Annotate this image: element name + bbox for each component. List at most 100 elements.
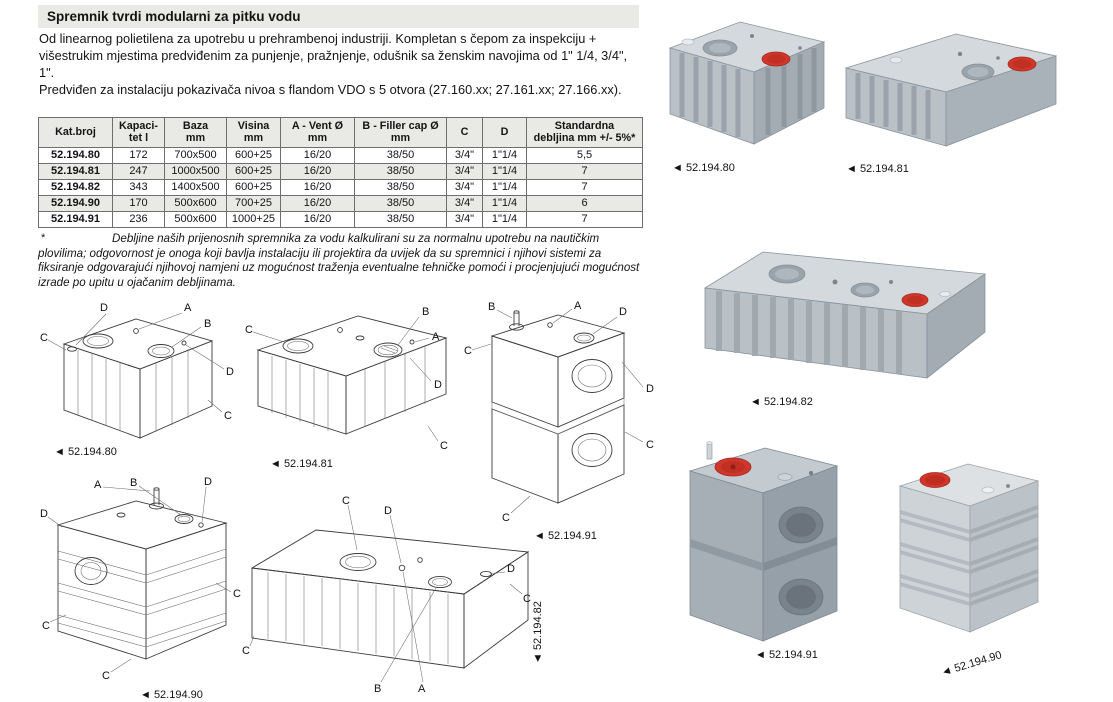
- red-filler-cap: [1007, 56, 1037, 72]
- tank-ribs: [267, 572, 449, 664]
- col-header-debljina: Standardna debljina mm +/- 5%*: [526, 117, 643, 148]
- dim-label-d: D: [226, 366, 234, 378]
- inspection-recess: [702, 39, 738, 57]
- tank-outline: [256, 315, 448, 435]
- cell-visina: 1000+25: [226, 210, 281, 228]
- cell-baza: 500x600: [164, 210, 227, 228]
- table-row: 52.194.82 343 1400x500 600+25 16/20 38/5…: [38, 178, 643, 196]
- tank-body: [688, 447, 839, 642]
- figure-caption: ◄ 52.194.91: [755, 649, 818, 661]
- photo-52-194-90: ◄ 52.194.90: [880, 452, 1055, 679]
- tank-body: [898, 463, 1040, 633]
- cell-c: 3/4": [446, 210, 483, 228]
- col-header-baza: Baza mm: [164, 117, 227, 148]
- cell-vent: 16/20: [280, 194, 355, 212]
- tank-render-80: [668, 21, 826, 145]
- cell-d: 1"1/4: [482, 194, 527, 212]
- dim-label-c: C: [342, 495, 350, 507]
- figure-caption: ◄ 52.194.90: [939, 649, 1004, 679]
- table-row: 52.194.81 247 1000x500 600+25 16/20 38/5…: [38, 162, 643, 180]
- figure-caption: ◄ 52.194.81: [270, 458, 333, 470]
- description-paragraph-1: Od linearnog polietilena za upotrebu u p…: [39, 31, 628, 80]
- description-paragraph-2: Predviđen za instalaciju pokazivača nivo…: [39, 81, 622, 97]
- small-fittings: [832, 279, 951, 297]
- dim-label-d: D: [40, 508, 48, 520]
- cell-filler: 38/50: [354, 146, 447, 164]
- small-fittings: [681, 34, 802, 50]
- cell-kapacitet: 170: [112, 194, 165, 212]
- tank-line-drawing-81: C B A D C: [245, 306, 448, 452]
- small-fittings: [706, 441, 813, 481]
- tank-ribs: [77, 349, 189, 431]
- dim-label-d: D: [204, 476, 212, 488]
- cell-vent: 16/20: [280, 178, 355, 196]
- cell-katbroj: 52.194.82: [38, 178, 113, 196]
- tank-ribs: [57, 548, 227, 648]
- cell-katbroj: 52.194.81: [38, 162, 113, 180]
- cell-vent: 16/20: [280, 146, 355, 164]
- figure-caption: ◄ 52.194.81: [846, 163, 909, 175]
- cell-kapacitet: 172: [112, 146, 165, 164]
- dim-label-b: B: [204, 318, 211, 330]
- dim-label-d: D: [434, 379, 442, 391]
- dim-label-d: D: [507, 563, 515, 575]
- diagram-52-194-80: D A B C D C ◄ 52.194.80: [36, 300, 241, 458]
- dim-label-d: D: [100, 302, 108, 314]
- spec-header-row: Kat.broj Kapaci- tet l Baza mm Visina mm…: [38, 117, 643, 148]
- cell-debljina: 7: [526, 178, 643, 196]
- dim-label-b: B: [422, 306, 429, 318]
- photo-52-194-80: ◄ 52.194.80: [658, 6, 833, 174]
- dimension-leaders: [47, 312, 225, 413]
- dim-label-c: C: [233, 588, 241, 600]
- cell-c: 3/4": [446, 178, 483, 196]
- dim-label-a: A: [574, 300, 582, 312]
- page-title: Spremnik tvrdi modularni za pitku vodu: [38, 5, 639, 28]
- spec-table: Kat.broj Kapaci- tet l Baza mm Visina mm…: [38, 117, 643, 228]
- small-fittings: [981, 484, 1010, 494]
- footnote: * Debljine naših prijenosnih spremnika z…: [38, 232, 642, 290]
- tank-render-90: [898, 463, 1040, 633]
- col-header-c: C: [446, 117, 483, 148]
- red-filler-cap: [714, 457, 752, 477]
- cell-baza: 500x600: [164, 194, 227, 212]
- diagram-52-194-81: C B A D C ◄ 52.194.81: [240, 300, 462, 470]
- col-header-filler: B - Filler cap Ø mm: [354, 117, 447, 148]
- dim-label-b: B: [488, 301, 495, 313]
- cell-katbroj: 52.194.91: [38, 210, 113, 228]
- cell-filler: 38/50: [354, 162, 447, 180]
- tank-fittings: [339, 553, 492, 589]
- tank-render-91: [688, 441, 839, 642]
- footnote-text: Debljine naših prijenosnih spremnika za …: [38, 232, 640, 289]
- photo-52-194-91: ◄ 52.194.91: [665, 435, 865, 661]
- cell-kapacitet: 343: [112, 178, 165, 196]
- figure-caption: ◄ 52.194.80: [672, 162, 735, 174]
- cell-c: 3/4": [446, 162, 483, 180]
- figure-caption: ◄ 52.194.82: [750, 396, 813, 408]
- small-fittings: [889, 51, 1000, 64]
- dim-label-a: A: [432, 331, 440, 343]
- cell-baza: 700x500: [164, 146, 227, 164]
- cell-visina: 700+25: [226, 194, 281, 212]
- tank-outline: [250, 529, 530, 669]
- dim-label-c: C: [523, 593, 531, 605]
- tank-outline: [490, 314, 626, 504]
- dimension-leaders: [47, 485, 232, 673]
- photo-52-194-81: ◄ 52.194.81: [838, 22, 1063, 175]
- tank-render-81: [844, 33, 1058, 147]
- cell-katbroj: 52.194.80: [38, 146, 113, 164]
- dimension-leaders: [249, 504, 523, 683]
- dim-label-b: B: [130, 477, 137, 489]
- cell-debljina: 6: [526, 194, 643, 212]
- dim-label-c: C: [245, 324, 253, 336]
- tank-body: [844, 33, 1058, 147]
- dim-label-d: D: [384, 505, 392, 517]
- tank-line-drawing-91: B A D C D C C: [464, 300, 654, 524]
- cell-d: 1"1/4: [482, 178, 527, 196]
- cell-filler: 38/50: [354, 194, 447, 212]
- cell-filler: 38/50: [354, 210, 447, 228]
- tank-outline: [62, 318, 214, 439]
- product-description: Od linearnog polietilena za upotrebu u p…: [39, 31, 640, 99]
- dim-label-c: C: [224, 410, 232, 422]
- red-filler-cap: [919, 472, 951, 488]
